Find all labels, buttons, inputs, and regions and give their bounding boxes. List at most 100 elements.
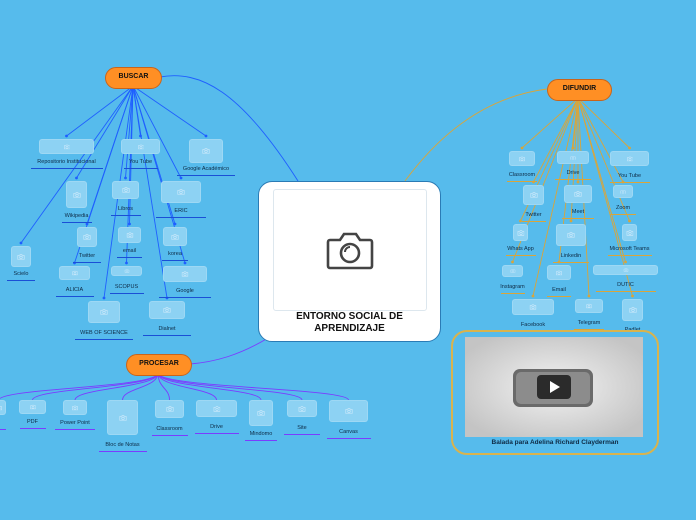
node-image-buscar-9[interactable] (163, 227, 187, 246)
node-label-buscar[interactable]: Twitter (78, 253, 96, 259)
node-label-buscar[interactable]: WEB OF SCIENCE (80, 330, 128, 336)
node-label-difundir[interactable]: Email (552, 287, 566, 293)
node-label-buscar[interactable]: Scielo (13, 271, 29, 277)
video-thumbnail[interactable] (465, 337, 643, 437)
node-image-buscar-14[interactable] (149, 301, 185, 319)
node-image-buscar-12[interactable] (163, 266, 207, 282)
node-image-difundir-9[interactable] (502, 265, 523, 277)
node-image-difundir-1[interactable] (557, 151, 589, 164)
node-image-difundir-10[interactable] (547, 265, 571, 280)
node-image-buscar-0[interactable] (39, 139, 94, 154)
node-label-difundir[interactable]: Drive (566, 170, 580, 176)
node-image-difundir-2[interactable] (610, 151, 649, 166)
connector-arrowhead (128, 222, 131, 226)
node-label-difundir[interactable]: Telegram (577, 320, 601, 326)
node-label-buscar[interactable]: email (122, 248, 137, 254)
node-image-difundir-3[interactable] (523, 185, 544, 205)
central-topic[interactable]: ENTORNO SOCIAL DE APRENDIZAJE (258, 181, 441, 342)
node-label-difundir[interactable]: Meet (571, 209, 585, 215)
node-image-difundir-5[interactable] (613, 185, 633, 198)
node-label-procesar[interactable]: Mindomo (249, 431, 273, 437)
node-image-procesar-7[interactable] (287, 400, 317, 417)
node-label-procesar[interactable]: Classroom (156, 426, 183, 432)
node-label-buscar[interactable]: Google Académico (182, 166, 230, 172)
node-label-difundir[interactable]: Whats App (507, 246, 534, 252)
node-label-difundir[interactable]: Instagram (500, 284, 525, 290)
node-label-procesar[interactable]: Drive (210, 424, 223, 430)
branch-procesar[interactable]: PROCESAR (126, 354, 192, 376)
node-image-difundir-12[interactable] (512, 299, 554, 315)
connector-arrowhead (173, 222, 177, 226)
node-image-difundir-4[interactable] (564, 185, 592, 203)
camera-icon (137, 144, 144, 149)
connector-arrowhead (587, 294, 591, 298)
node-image-procesar-5[interactable] (196, 400, 237, 417)
node-label-buscar[interactable]: ERIC (174, 208, 188, 214)
node-label-difundir[interactable]: Microsoft Teams (609, 246, 650, 252)
node-image-procesar-6[interactable] (249, 400, 273, 426)
camera-icon (586, 303, 592, 309)
node-label-difundir[interactable]: You Tube (617, 173, 642, 179)
connector-arrowhead (519, 219, 522, 223)
connector-arrowhead (179, 176, 183, 180)
connector-arrowhead (628, 219, 631, 223)
connector-arrowhead (576, 180, 580, 184)
node-image-difundir-6[interactable] (513, 224, 528, 241)
node-image-procesar-4[interactable] (155, 400, 184, 418)
camera-icon (519, 156, 525, 161)
node-label-difundir[interactable]: Classroom (508, 172, 536, 178)
node-image-procesar-1[interactable] (19, 400, 46, 414)
node-image-procesar-2[interactable] (63, 400, 87, 415)
camera-icon (0, 405, 2, 410)
connector-arrowhead (102, 296, 106, 300)
node-image-difundir-11[interactable] (593, 265, 658, 275)
node-label-procesar[interactable]: Site (297, 425, 307, 431)
node-image-buscar-11[interactable] (111, 266, 142, 276)
node-image-procesar-0[interactable] (0, 400, 6, 415)
node-label-buscar[interactable]: SCOPUS (114, 284, 139, 290)
node-label-difundir[interactable]: Facebook (520, 322, 546, 328)
node-label-buscar[interactable]: korea (168, 251, 182, 257)
node-image-procesar-3[interactable] (107, 400, 138, 435)
node-label-procesar[interactable]: Bloc de Notas (105, 442, 140, 448)
node-label-procesar[interactable]: Canvas (339, 429, 358, 435)
node-image-difundir-0[interactable] (509, 151, 535, 166)
camera-icon (17, 253, 25, 260)
branch-buscar[interactable]: BUSCAR (105, 67, 162, 89)
node-image-buscar-5[interactable] (161, 181, 201, 203)
node-label-buscar[interactable]: You Tube (128, 159, 153, 165)
node-label-difundir[interactable]: DUTIC (617, 282, 634, 288)
node-label-buscar[interactable]: Wikipedia (64, 213, 89, 219)
node-image-difundir-8[interactable] (622, 224, 637, 241)
node-underline (143, 335, 191, 336)
node-image-buscar-7[interactable] (77, 227, 97, 247)
node-image-difundir-14[interactable] (622, 299, 643, 321)
branch-difundir[interactable]: DIFUNDIR (547, 79, 612, 101)
node-image-buscar-3[interactable] (66, 181, 87, 208)
node-label-difundir[interactable]: Zoom (615, 205, 631, 211)
node-label-buscar[interactable]: Repositorio Institucional (37, 159, 96, 165)
node-image-buscar-4[interactable] (112, 181, 139, 199)
node-label-buscar[interactable]: ALICIA (65, 287, 84, 293)
node-label-difundir[interactable]: Linkedin (560, 253, 582, 259)
node-image-procesar-8[interactable] (329, 400, 368, 422)
node-image-buscar-2[interactable] (189, 139, 223, 163)
node-image-buscar-13[interactable] (88, 301, 120, 323)
node-underline (326, 438, 371, 439)
node-image-difundir-7[interactable] (556, 224, 586, 246)
node-image-buscar-10[interactable] (59, 266, 90, 280)
node-label-procesar[interactable]: PDF (27, 419, 38, 425)
node-label-buscar[interactable]: Libros (118, 206, 133, 212)
node-label-procesar[interactable]: Power Point (60, 420, 90, 426)
node-image-buscar-1[interactable] (121, 139, 160, 154)
node-image-buscar-6[interactable] (11, 246, 31, 267)
video-node[interactable]: Balada para Adelina Richard Clayderman (451, 330, 659, 455)
node-image-difundir-13[interactable] (575, 299, 603, 313)
node-label-buscar[interactable]: Google (176, 288, 194, 294)
connector-difundir-5 (577, 97, 624, 183)
connector-arrowhead (569, 219, 573, 223)
connector-procesar-5 (157, 372, 217, 401)
node-image-buscar-8[interactable] (118, 227, 141, 243)
node-label-buscar[interactable]: Dialnet (158, 326, 176, 332)
node-label-difundir[interactable]: Twitter (525, 212, 542, 218)
